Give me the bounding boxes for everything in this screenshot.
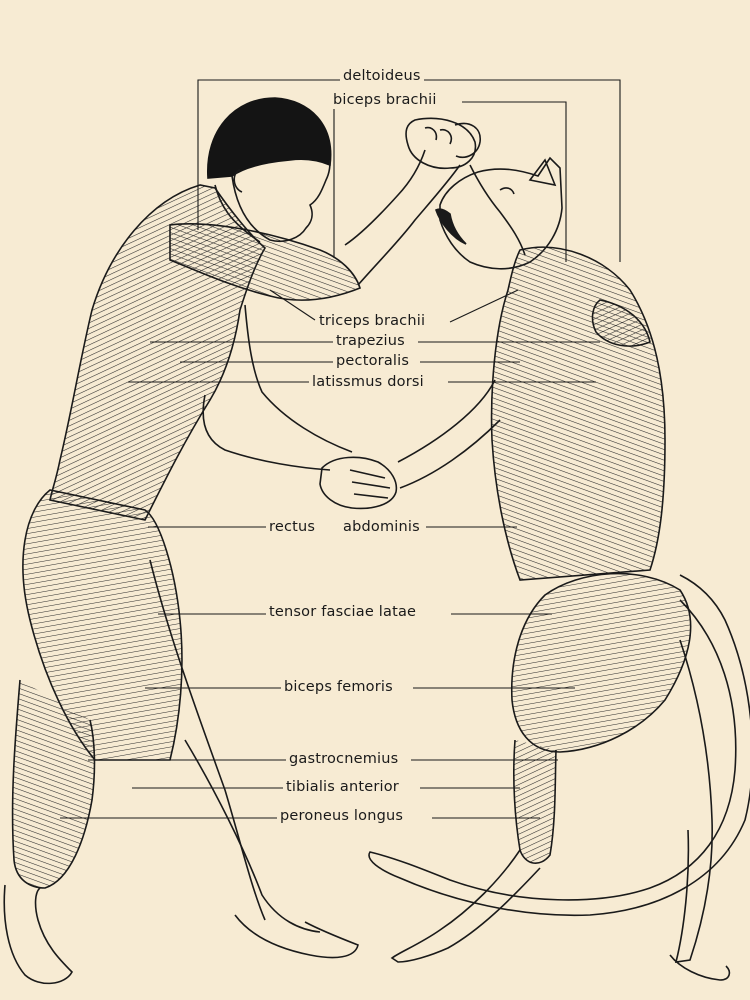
label-peroneus-longus: peroneus longus [277, 807, 407, 825]
label-biceps-brachii: biceps brachii [330, 91, 440, 109]
human-deltoid [169, 223, 361, 301]
human-raised-arm [344, 149, 426, 246]
leader-biceps-brachii-right [462, 101, 567, 262]
label-abdominis: abdominis [340, 518, 423, 536]
human-fist [405, 117, 477, 170]
label-gastrocnemius: gastrocnemius [286, 750, 402, 768]
cat-eye [499, 187, 515, 195]
human-forearm-upper [244, 304, 353, 453]
leader-triceps-brachii-left [269, 289, 316, 321]
label-rectus: rectus [266, 518, 319, 536]
human-front-leg [149, 559, 266, 921]
human-raised-arm-inner [357, 164, 461, 286]
cat-lower-leg [513, 739, 557, 864]
cat-raised-paw [454, 122, 481, 158]
cat-front-paw [390, 849, 541, 963]
cat-tail [368, 574, 750, 917]
handshake-fingers [349, 469, 391, 499]
label-pectoralis: pectoralis [333, 352, 413, 370]
leader-biceps-brachii-left [332, 101, 335, 258]
label-triceps-brachii: triceps brachii [316, 312, 429, 330]
cat-forearm [397, 379, 496, 463]
label-deltoideus: deltoideus [340, 67, 424, 85]
leader-triceps-brachii-right [449, 289, 519, 323]
label-trapezius: trapezius [333, 332, 408, 350]
cat-thigh [510, 572, 692, 753]
human-ear [233, 169, 243, 193]
label-tibialis-anterior: tibialis anterior [283, 778, 402, 796]
human-back-leg [11, 679, 96, 889]
cat-raised-arm [469, 164, 526, 256]
label-tensor-fasciae-latae: tensor fasciae latae [266, 603, 420, 621]
cat-forearm-lower [399, 419, 501, 489]
cat-head [439, 156, 563, 270]
human-front-foot [234, 914, 359, 959]
human-hair [207, 97, 332, 179]
cat-ear [528, 158, 557, 187]
human-forearm [202, 394, 331, 471]
human-fist-fingers [424, 126, 453, 145]
label-biceps-femoris: biceps femoris [281, 678, 396, 696]
handshake [319, 456, 398, 510]
human-back-foot [3, 884, 73, 985]
label-latissmus-dorsi: latissmus dorsi [309, 373, 427, 391]
cat-back-leg [674, 639, 713, 963]
cat-mouth [435, 208, 467, 245]
cat-back-paw [669, 954, 731, 981]
cat-deltoid [591, 299, 651, 347]
human-front-shin [184, 739, 321, 933]
cat-torso [490, 246, 666, 581]
